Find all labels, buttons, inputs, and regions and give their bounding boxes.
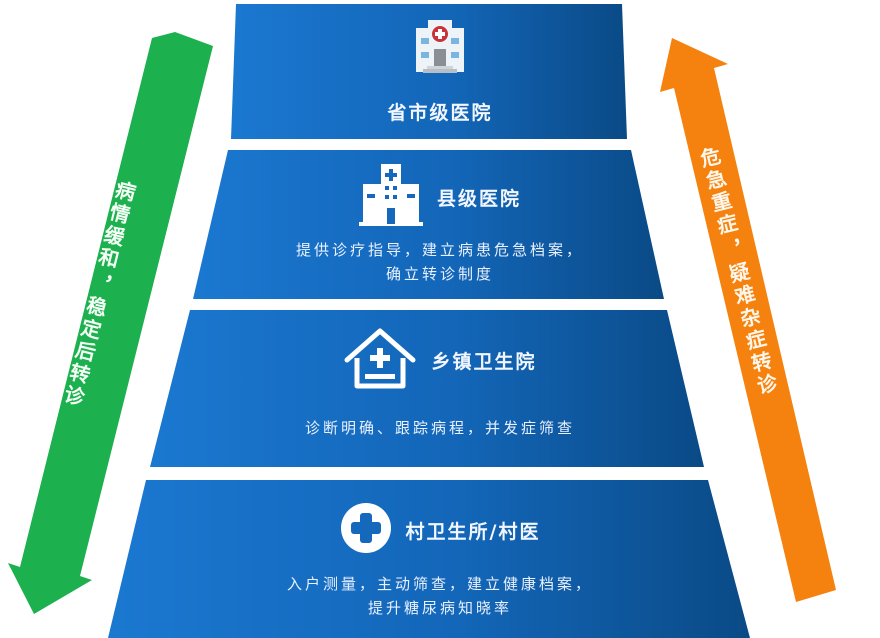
tier-description: 提供诊疗指导，建立病患危急档案， 确立转诊制度 bbox=[0, 238, 880, 286]
tier-village: 村卫生所/村医 入户测量，主动筛查，建立健康档案， 提升糖尿病知晓率 bbox=[0, 502, 880, 620]
county-hospital-icon bbox=[358, 164, 423, 230]
green-down-arrow bbox=[8, 32, 213, 614]
tier-2-shape bbox=[193, 150, 664, 299]
tier-title: 县级医院 bbox=[436, 187, 521, 210]
description-line: 提升糖尿病知晓率 bbox=[367, 599, 512, 617]
hospital-building-icon bbox=[413, 20, 467, 76]
medical-cross-circle-icon bbox=[340, 502, 392, 558]
tier-3-shape bbox=[150, 310, 704, 467]
health-center-house-icon bbox=[343, 326, 417, 394]
tier-description: 诊断明确、跟踪病程，并发症筛查 bbox=[0, 416, 880, 440]
tier-township: 乡镇卫生院 诊断明确、跟踪病程，并发症筛查 bbox=[0, 326, 880, 440]
description-line: 提供诊疗指导，建立病患危急档案， bbox=[295, 241, 584, 259]
description-line: 确立转诊制度 bbox=[385, 265, 494, 283]
tier-title: 省市级医院 bbox=[387, 102, 493, 124]
orange-up-arrow bbox=[660, 38, 836, 602]
tier-title: 乡镇卫生院 bbox=[431, 350, 537, 373]
description-line: 入户测量，主动筛查，建立健康档案， bbox=[286, 575, 593, 593]
tier-county: 县级医院 提供诊疗指导，建立病患危急档案， 确立转诊制度 bbox=[0, 164, 880, 286]
tier-provincial: 省市级医院 bbox=[0, 20, 880, 125]
tier-title: 村卫生所/村医 bbox=[405, 520, 541, 543]
tier-4-shape bbox=[108, 480, 750, 638]
tier-description: 入户测量，主动筛查，建立健康档案， 提升糖尿病知晓率 bbox=[0, 572, 880, 620]
description-line: 诊断明确、跟踪病程，并发症筛查 bbox=[304, 419, 575, 437]
